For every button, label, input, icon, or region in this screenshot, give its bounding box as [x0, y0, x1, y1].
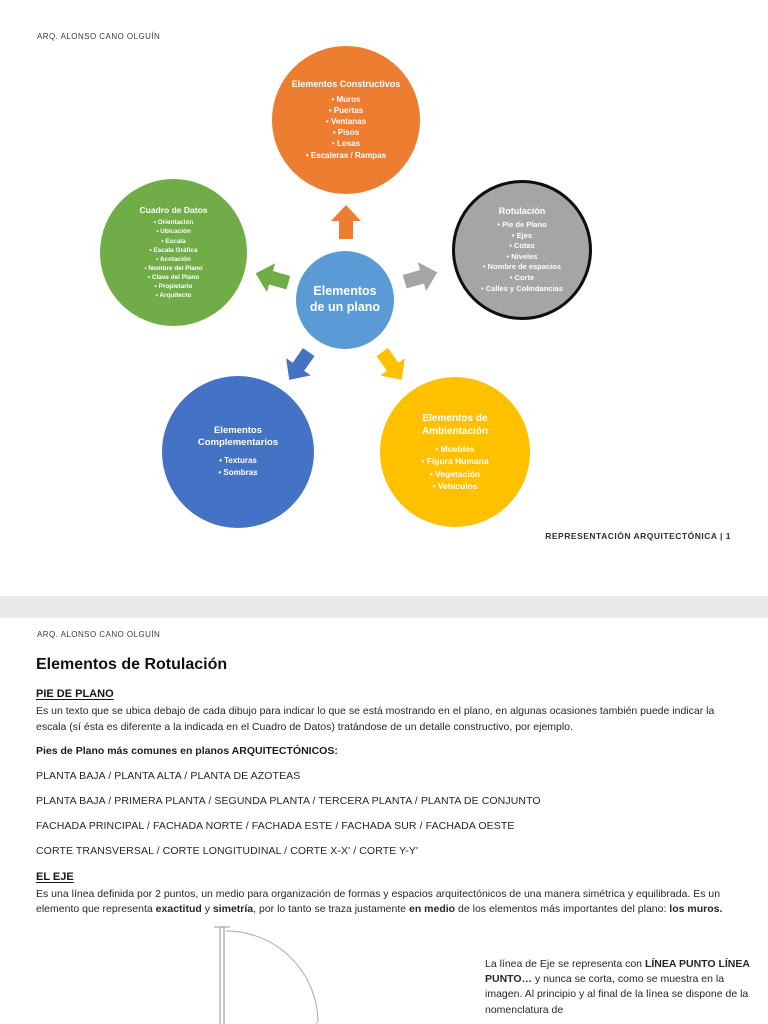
bullet-item: • Nombre del Plano — [144, 264, 203, 272]
emphasized-text: en medio — [409, 903, 456, 916]
bullet-item: • Calles y Colindancias — [481, 283, 563, 293]
bullet-item: • Losas — [331, 139, 361, 149]
bullet-item: • Escaleras / Rampas — [305, 150, 387, 160]
bullet-item: • Puertas — [328, 105, 364, 115]
pie-de-plano-paragraph: Es un texto que se ubica debajo de cada … — [36, 705, 715, 733]
bullet-item: • Clave del Plano — [147, 273, 200, 281]
bullet-item: • Orientación — [153, 219, 194, 227]
bullet-item: • Nombre de espacios — [482, 262, 562, 272]
body-text: La línea de Eje se representa con — [485, 958, 645, 970]
node-item-list: • Orientación• Ubicación• Escala• Escala… — [144, 218, 202, 300]
node-elementos-constructivos: Elementos Constructivos • Muros• Puertas… — [272, 46, 420, 194]
node-item-list: • Texturas • Sombras — [218, 455, 257, 479]
page-separator — [0, 596, 768, 618]
center-node-title: Elementos de un plano — [309, 284, 381, 314]
bullet-item: • Ubicación — [156, 228, 191, 236]
page2-content: Elementos de Rotulación PIE DE PLANO Es … — [36, 656, 750, 1024]
emphasized-text: LÍNEA PUNTO LÍNEA PUNTO… — [485, 958, 750, 986]
author-header: ARQ. ALONSO CANO OLGUÍN — [37, 630, 161, 639]
node-title: Elementos de Ambientación — [421, 412, 489, 437]
body-text: y — [201, 903, 213, 916]
page-footer: REPRESENTACIÓN ARQUITECTÓNICA | 1 — [545, 531, 731, 541]
body-text: y nunca se corta, como se muestra en la … — [485, 973, 749, 1016]
bullet-item: • Propietario — [154, 283, 193, 291]
el-eje-figure-row: La línea de Eje se representa con LÍNEA … — [36, 923, 750, 1024]
node-rotulacion: Rotulación • Pie de Plano• Ejes• Cotas• … — [452, 180, 592, 320]
pie-example-line: PLANTA BAJA / PRIMERA PLANTA / SEGUNDA P… — [36, 794, 541, 807]
door-swing-diagram — [214, 926, 319, 1024]
bullet-item: • Vegetación — [429, 468, 481, 479]
node-item-list: • Muros• Puertas• Ventanas • Pisos• Losas… — [306, 94, 386, 161]
bullet-item: • Arquitecto — [155, 292, 192, 300]
bullet-item: • Muebles — [435, 443, 475, 454]
pie-de-plano-subheading: Pies de Plano más comunes en planos ARQU… — [36, 744, 338, 757]
arrow-down-right-icon — [364, 338, 420, 394]
el-eje-caption: La línea de Eje se representa con LÍNEA … — [485, 957, 758, 1018]
pie-example-line: FACHADA PRINCIPAL / FACHADA NORTE / FACH… — [36, 819, 515, 832]
emphasized-text: exactitud — [155, 903, 202, 916]
document-page-2: ARQ. ALONSO CANO OLGUÍN Elementos de Rot… — [0, 618, 768, 1024]
bullet-item: • Niveles — [506, 251, 538, 261]
node-elementos-complementarios: Elementos Complementarios • Texturas • So… — [162, 376, 314, 528]
bullet-item: • Figura Humana — [421, 456, 489, 467]
node-cuadro-de-datos: Cuadro de Datos • Orientación• Ubicación… — [100, 179, 247, 326]
bullet-item: • Escala — [161, 237, 186, 245]
arrow-up-icon — [326, 202, 366, 242]
section-heading-el-eje: EL EJE — [36, 870, 74, 883]
node-title: Elementos Complementarios — [197, 424, 279, 448]
bullet-item: • Vehículos — [432, 480, 478, 491]
pie-example-line: CORTE TRANSVERSAL / CORTE LONGITUDINAL /… — [36, 844, 419, 857]
bullet-item: • Ejes — [511, 230, 533, 240]
node-elementos-ambientacion: Elementos de Ambientación • Muebles • Fig… — [380, 377, 530, 527]
bullet-item: • Pie de Plano — [497, 219, 547, 229]
arrow-right-icon — [396, 252, 445, 301]
bullet-item: • Pisos — [332, 128, 360, 138]
bullet-item: • Acotación — [156, 255, 191, 263]
bullet-item: • Cotas — [509, 241, 535, 251]
arrow-down-left-icon — [271, 338, 327, 394]
node-title: Cuadro de Datos — [139, 204, 208, 215]
node-title: Rotulación — [498, 205, 546, 216]
node-item-list: • Muebles • Figura Humana• Vegetación• Ve… — [421, 443, 488, 492]
body-text: de los elementos más importantes del pla… — [455, 903, 670, 916]
arrow-left-icon — [247, 253, 296, 302]
node-item-list: • Pie de Plano• Ejes• Cotas• Niveles• No… — [481, 220, 563, 294]
diagram-center-node: Elementos de un plano — [296, 251, 394, 349]
page-title: Elementos de Rotulación — [36, 656, 228, 673]
emphasized-text: los muros. — [669, 903, 723, 916]
el-eje-paragraph: Es una línea definida por 2 puntos, un m… — [36, 887, 733, 919]
emphasized-text: simetría — [212, 903, 254, 916]
author-header: ARQ. ALONSO CANO OLGUÍN — [37, 32, 161, 41]
section-heading-pie-de-plano: PIE DE PLANO — [36, 688, 114, 700]
node-title: Elementos Constructivos — [291, 79, 401, 90]
body-text: Es una línea definida por 2 puntos, un m… — [36, 887, 721, 916]
bullet-item: • Corte — [509, 273, 535, 283]
bullet-item: • Ventanas — [325, 116, 367, 126]
bullet-item: • Muros — [331, 94, 361, 104]
bullet-item: • Sombras — [218, 468, 258, 478]
bullet-item: • Escala Gráfica — [149, 246, 198, 254]
body-text: , por lo tanto se traza justamente — [253, 903, 409, 916]
bullet-item: • Texturas — [219, 456, 257, 466]
document-page-1: ARQ. ALONSO CANO OLGUÍN Elementos de un … — [0, 0, 768, 596]
pie-example-line: PLANTA BAJA / PLANTA ALTA / PLANTA DE AZ… — [36, 769, 301, 782]
